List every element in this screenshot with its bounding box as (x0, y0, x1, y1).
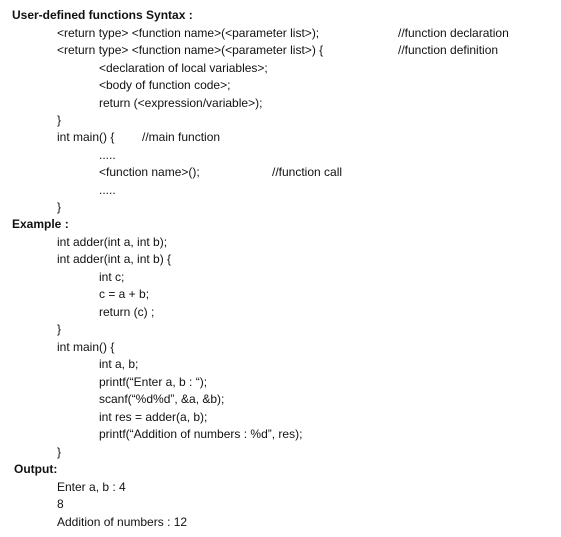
closing-brace: } (57, 200, 62, 214)
code-line: c = a + b; (99, 287, 150, 301)
output-line: Enter a, b : 4 (57, 480, 126, 494)
output-line: Addition of numbers : 12 (57, 515, 188, 529)
closing-brace: } (57, 113, 62, 127)
code-line: int main() { (57, 340, 115, 354)
function-body-line: <body of function code>; (99, 78, 231, 92)
example-heading: Example : (12, 217, 69, 231)
function-call-comment: //function call (272, 165, 343, 179)
function-call-code: <function name>(); (99, 165, 200, 179)
code-line: return (c) ; (99, 305, 155, 319)
code-line: scanf(“%d%d”, &a, &b); (99, 392, 225, 406)
main-function-comment: //main function (142, 130, 221, 144)
code-line: int c; (99, 270, 125, 284)
ellipsis-line: ..... (99, 148, 116, 162)
code-line: int adder(int a, int b) { (57, 252, 172, 266)
code-line: printf(“Enter a, b : “); (99, 375, 208, 389)
declaration-comment: //function declaration (398, 26, 509, 40)
declaration-code: <return type> <function name>(<parameter… (57, 26, 320, 40)
code-line: } (57, 445, 62, 459)
output-line: 8 (57, 497, 64, 511)
main-function-code: int main() { (57, 130, 115, 144)
return-line: return (<expression/variable>); (99, 96, 263, 110)
syntax-heading: User-defined functions Syntax : (12, 8, 193, 22)
code-line: } (57, 322, 62, 336)
code-line: int a, b; (99, 357, 139, 371)
code-line: int res = adder(a, b); (99, 410, 208, 424)
definition-code: <return type> <function name>(<parameter… (57, 43, 324, 57)
output-heading: Output: (14, 462, 58, 476)
code-line: printf(“Addition of numbers : %d”, res); (99, 427, 303, 441)
local-variables-line: <declaration of local variables>; (99, 61, 268, 75)
code-line: int adder(int a, int b); (57, 235, 168, 249)
ellipsis-line: ..... (99, 183, 116, 197)
definition-comment: //function definition (398, 43, 499, 57)
